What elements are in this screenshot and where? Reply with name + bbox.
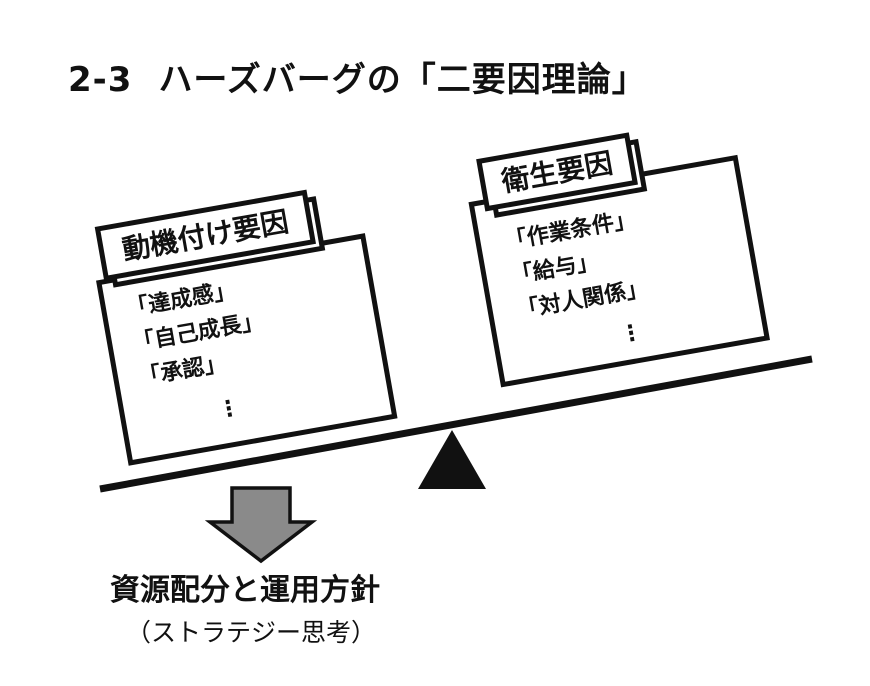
fulcrum-triangle: [418, 430, 486, 489]
motivators-label-box: [94, 189, 316, 282]
result-sublabel: （ストラテジー思考）: [126, 618, 377, 647]
seesaw-beam: [99, 355, 813, 493]
result-label: 資源配分と運用方針: [110, 573, 380, 608]
figure-title-text: ハーズバーグの「二要因理論」: [158, 60, 647, 100]
motivator-ellipsis: ⋮: [216, 395, 242, 423]
figure-title: 2-3 ハーズバーグの「二要因理論」: [68, 52, 647, 101]
motivators-card: 動機付け要因 「達成感」 「自己成長」 「承認」 ⋮: [94, 189, 398, 466]
down-arrow-icon: [204, 486, 318, 564]
hygiene-card: 衛生要因 「作業条件」 「給与」 「対人関係」 ⋮: [468, 132, 770, 388]
hygiene-label-box: [476, 132, 638, 212]
hygiene-ellipsis: ⋮: [618, 320, 644, 348]
figure-number: 2-3: [68, 60, 133, 100]
